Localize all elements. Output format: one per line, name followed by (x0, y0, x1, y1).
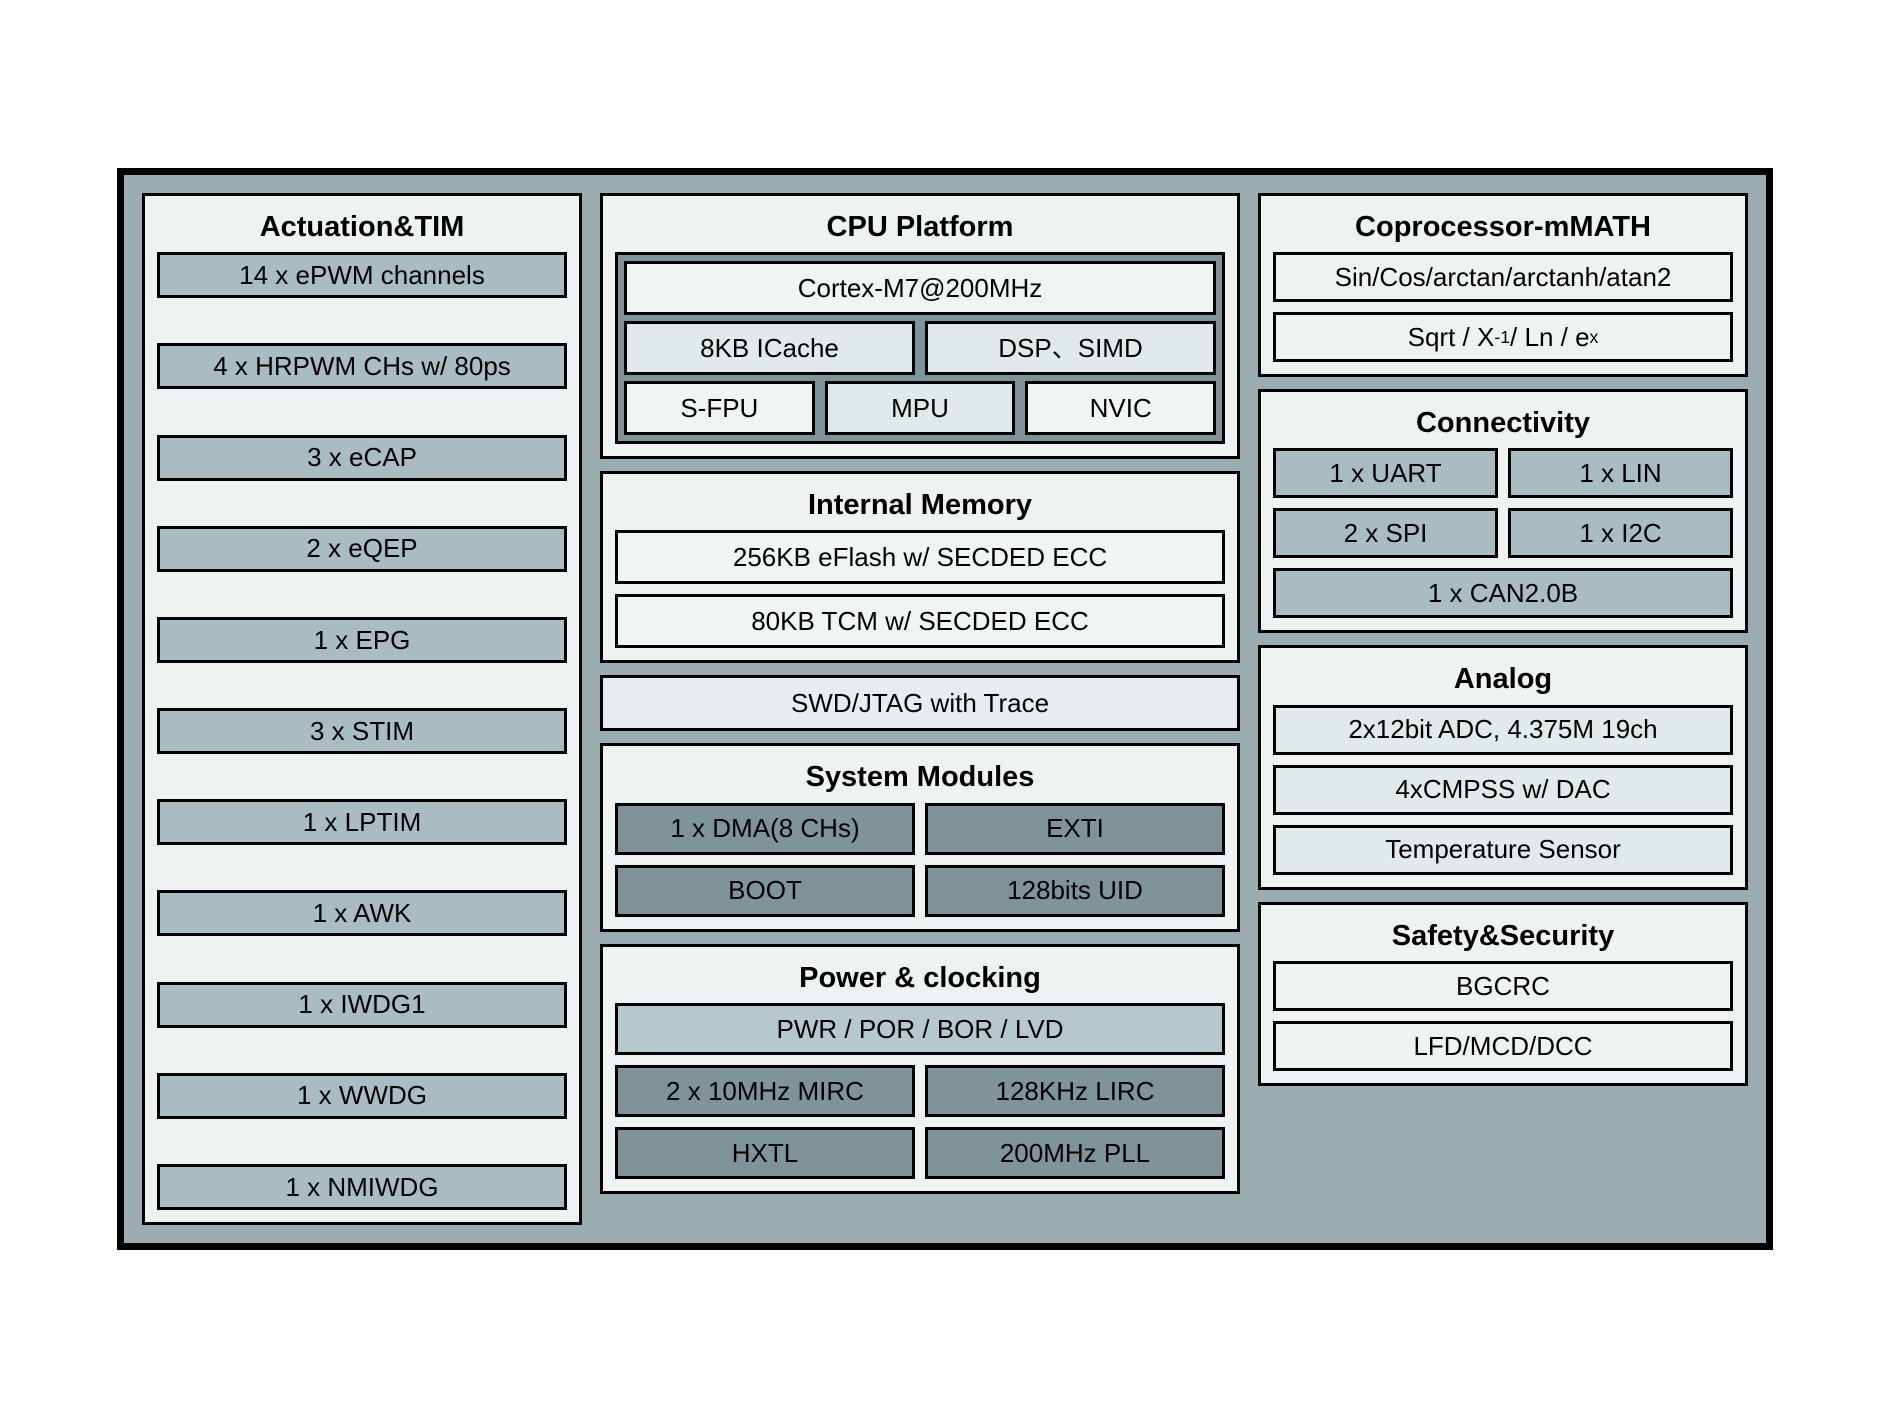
actuation-item-list: 14 x ePWM channels 4 x HRPWM CHs w/ 80ps… (157, 252, 567, 1210)
safety-list: BGCRC LFD/MCD/DCC (1273, 960, 1733, 1071)
cpu-row-cache: 8KB ICache DSP、SIMD (624, 321, 1216, 376)
group-analog: Analog 2x12bit ADC, 4.375M 19ch 4xCMPSS … (1258, 645, 1748, 890)
block-nmiwdg: 1 x NMIWDG (157, 1163, 567, 1210)
block-wwdg: 1 x WWDG (157, 1072, 567, 1119)
group-connectivity: Connectivity 1 x UART 1 x LIN 2 x SPI 1 … (1258, 389, 1748, 634)
connectivity-row-2: 2 x SPI 1 x I2C (1273, 508, 1733, 559)
block-dsp-simd: DSP、SIMD (925, 321, 1216, 376)
block-hrpwm: 4 x HRPWM CHs w/ 80ps (157, 343, 567, 390)
block-boot: BOOT (615, 864, 915, 917)
block-lptim: 1 x LPTIM (157, 799, 567, 846)
block-eflash: 256KB eFlash w/ SECDED ECC (615, 530, 1225, 585)
block-icache: 8KB ICache (624, 321, 915, 376)
block-epg: 1 x EPG (157, 616, 567, 663)
block-cortex-m7: Cortex-M7@200MHz (624, 261, 1216, 316)
block-uid: 128bits UID (925, 864, 1225, 917)
sysmod-row-1: 1 x DMA(8 CHs) EXTI (615, 802, 1225, 855)
group-power-clocking: Power & clocking PWR / POR / BOR / LVD 2… (600, 943, 1240, 1194)
block-hxtl: HXTL (615, 1126, 915, 1179)
group-title-connectivity: Connectivity (1415, 407, 1591, 440)
block-bgcrc: BGCRC (1273, 960, 1733, 1011)
group-title-actuation: Actuation&TIM (259, 211, 465, 243)
block-i2c: 1 x I2C (1508, 508, 1733, 559)
block-pll: 200MHz PLL (925, 1126, 1225, 1179)
formula-part-2: / Ln / e (1510, 321, 1590, 352)
block-pwr-por-bor-lvd: PWR / POR / BOR / LVD (615, 1002, 1225, 1055)
block-sfpu: S-FPU (624, 381, 815, 436)
block-epwm: 14 x ePWM channels (157, 252, 567, 299)
block-dma: 1 x DMA(8 CHs) (615, 802, 915, 855)
block-cmpss: 4xCMPSS w/ DAC (1273, 764, 1733, 815)
column-left: Actuation&TIM 14 x ePWM channels 4 x HRP… (142, 193, 582, 1225)
group-system-modules: System Modules 1 x DMA(8 CHs) EXTI BOOT … (600, 743, 1240, 932)
block-tcm: 80KB TCM w/ SECDED ECC (615, 594, 1225, 649)
block-lirc: 128KHz LIRC (925, 1064, 1225, 1117)
block-ecap: 3 x eCAP (157, 434, 567, 481)
group-title-safety-security: Safety&Security (1391, 919, 1615, 952)
block-trig-functions: Sin/Cos/arctan/arctanh/atan2 (1273, 252, 1733, 303)
connectivity-row-1: 1 x UART 1 x LIN (1273, 448, 1733, 499)
group-cpu-platform: CPU Platform Cortex-M7@200MHz 8KB ICache… (600, 193, 1240, 460)
block-mpu: MPU (824, 381, 1016, 436)
block-stim: 3 x STIM (157, 708, 567, 755)
power-row-2: HXTL 200MHz PLL (615, 1126, 1225, 1179)
block-swd-jtag: SWD/JTAG with Trace (600, 675, 1240, 732)
block-uart: 1 x UART (1273, 448, 1498, 499)
sysmod-row-2: BOOT 128bits UID (615, 864, 1225, 917)
block-lfd-mcd-dcc: LFD/MCD/DCC (1273, 1020, 1733, 1071)
power-clocking-list: PWR / POR / BOR / LVD 2 x 10MHz MIRC 128… (615, 1002, 1225, 1179)
block-nvic: NVIC (1025, 381, 1217, 436)
group-coprocessor-mmath: Coprocessor-mMATH Sin/Cos/arctan/arctanh… (1258, 193, 1748, 378)
column-middle: CPU Platform Cortex-M7@200MHz 8KB ICache… (600, 193, 1240, 1225)
block-eqep: 2 x eQEP (157, 525, 567, 572)
group-title-cpu: CPU Platform (826, 211, 1014, 243)
coprocessor-list: Sin/Cos/arctan/arctanh/atan2 Sqrt / X-1 … (1273, 252, 1733, 363)
group-title-internal-memory: Internal Memory (808, 489, 1032, 522)
cpu-row-units: S-FPU MPU NVIC (624, 381, 1217, 436)
block-iwdg1: 1 x IWDG1 (157, 981, 567, 1028)
block-can: 1 x CAN2.0B (1273, 568, 1733, 619)
system-modules-list: 1 x DMA(8 CHs) EXTI BOOT 128bits UID (615, 802, 1225, 917)
group-actuation-tim: Actuation&TIM 14 x ePWM channels 4 x HRP… (142, 193, 582, 1225)
group-internal-memory: Internal Memory 256KB eFlash w/ SECDED E… (600, 471, 1240, 664)
internal-memory-list: 256KB eFlash w/ SECDED ECC 80KB TCM w/ S… (615, 530, 1225, 649)
group-title-analog: Analog (1453, 663, 1553, 696)
group-safety-security: Safety&Security BGCRC LFD/MCD/DCC (1258, 901, 1748, 1086)
block-spi: 2 x SPI (1273, 508, 1498, 559)
group-title-power-clocking: Power & clocking (799, 961, 1041, 994)
block-awk: 1 x AWK (157, 890, 567, 937)
formula-part-1: Sqrt / X (1407, 321, 1495, 352)
block-mirc: 2 x 10MHz MIRC (615, 1064, 915, 1117)
group-title-system-modules: System Modules (805, 761, 1035, 794)
group-title-coprocessor: Coprocessor-mMATH (1355, 211, 1651, 243)
block-adc: 2x12bit ADC, 4.375M 19ch (1273, 704, 1733, 755)
power-row-1: 2 x 10MHz MIRC 128KHz LIRC (615, 1064, 1225, 1117)
block-temp-sensor: Temperature Sensor (1273, 824, 1733, 875)
block-lin: 1 x LIN (1508, 448, 1733, 499)
cpu-row-core: Cortex-M7@200MHz (624, 261, 1216, 316)
chip-outline: Actuation&TIM 14 x ePWM channels 4 x HRP… (117, 168, 1773, 1250)
cpu-core-cluster: Cortex-M7@200MHz 8KB ICache DSP、SIMD S-F… (615, 252, 1225, 445)
connectivity-list: 1 x UART 1 x LIN 2 x SPI 1 x I2C 1 x CAN… (1273, 448, 1733, 619)
analog-list: 2x12bit ADC, 4.375M 19ch 4xCMPSS w/ DAC … (1273, 704, 1733, 875)
column-right: Coprocessor-mMATH Sin/Cos/arctan/arctanh… (1258, 193, 1748, 1225)
block-exti: EXTI (925, 802, 1225, 855)
